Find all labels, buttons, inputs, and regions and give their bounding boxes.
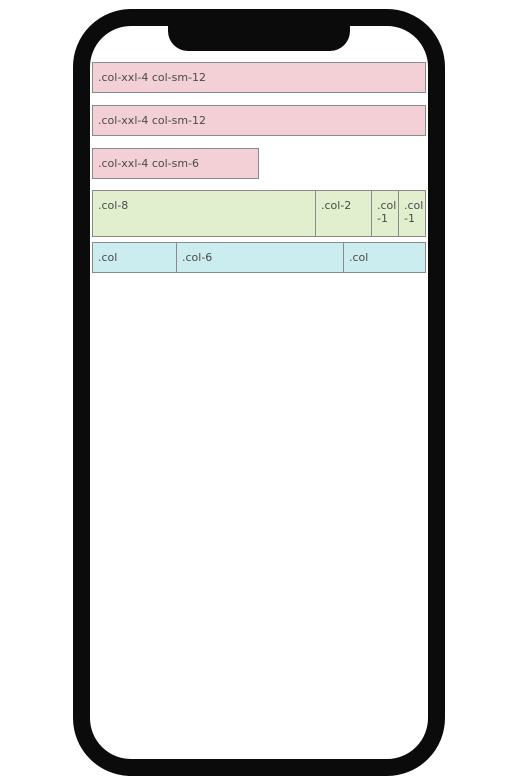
grid-col: .col <box>343 242 426 273</box>
phone-notch <box>168 9 350 51</box>
grid-col-1: .col-1 <box>398 190 426 237</box>
phone-screen: .col-xxl-4 col-sm-12 .col-xxl-4 col-sm-1… <box>92 26 426 758</box>
phone-frame <box>73 9 445 776</box>
grid-col-xxl-4-sm-12: .col-xxl-4 col-sm-12 <box>92 62 426 93</box>
col-label: .col-xxl-4 col-sm-6 <box>98 157 200 170</box>
col-label: .col-2 <box>321 199 352 212</box>
grid-col-6: .col-6 <box>176 242 344 273</box>
col-label: .col-6 <box>182 251 213 264</box>
grid-col-xxl-4-sm-6: .col-xxl-4 col-sm-6 <box>92 148 259 179</box>
col-label: .col <box>98 251 118 264</box>
col-label: .col-1 <box>377 199 397 225</box>
col-label: .col-8 <box>98 199 129 212</box>
col-label: .col-1 <box>404 199 424 225</box>
grid-col-8: .col-8 <box>92 190 316 237</box>
grid-col-2: .col-2 <box>315 190 372 237</box>
col-label: .col <box>349 251 369 264</box>
grid-col-1: .col-1 <box>371 190 399 237</box>
col-label: .col-xxl-4 col-sm-12 <box>98 114 207 127</box>
grid-col: .col <box>92 242 177 273</box>
col-label: .col-xxl-4 col-sm-12 <box>98 71 207 84</box>
grid-col-xxl-4-sm-12: .col-xxl-4 col-sm-12 <box>92 105 426 136</box>
